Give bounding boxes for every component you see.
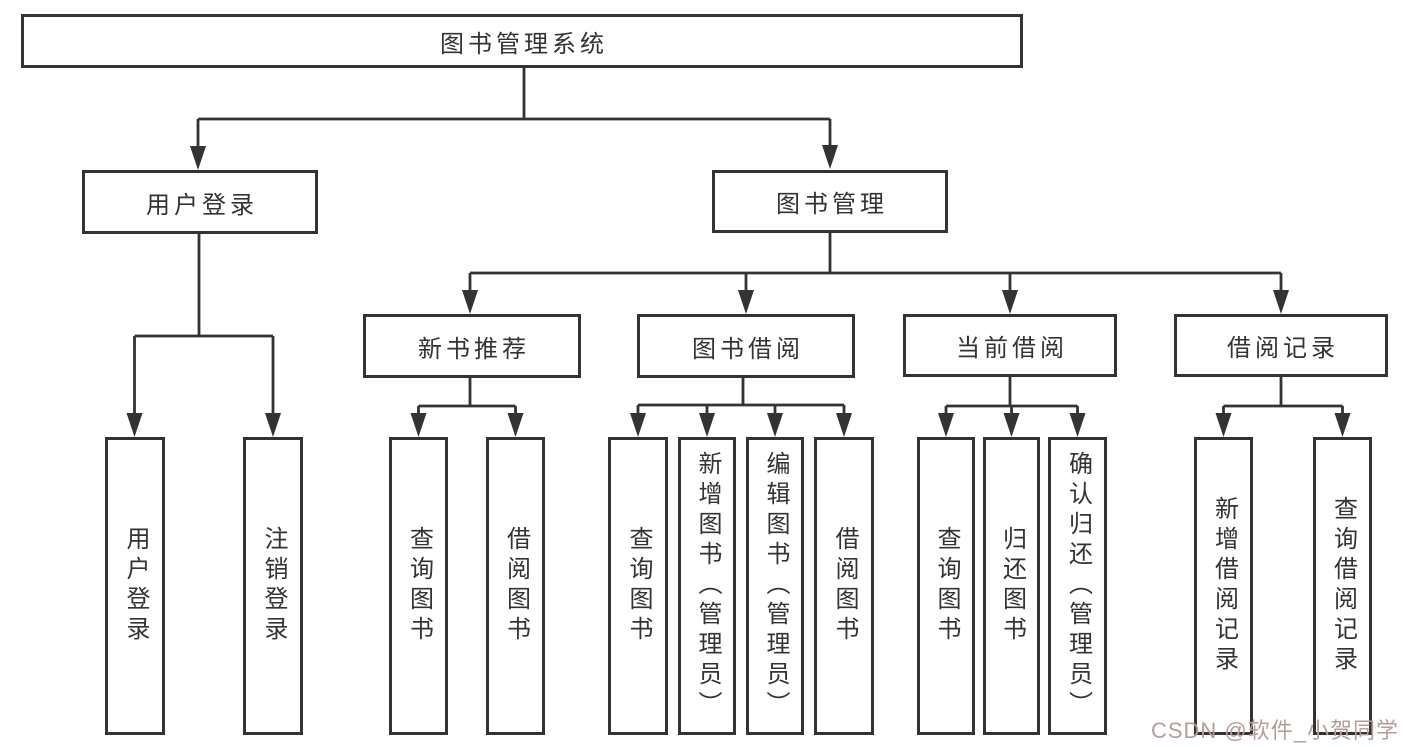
leaf-borrow-books-recommend: 借阅图书 [486, 437, 545, 735]
leaf-query-books-current-label: 查询图书 [933, 526, 960, 646]
node-borrow-records: 借阅记录 [1174, 314, 1388, 377]
node-root-system-label: 图书管理系统 [440, 30, 608, 58]
leaf-query-books-borrowing: 查询图书 [608, 437, 668, 735]
node-new-book-recommend-label: 新书推荐 [418, 335, 530, 363]
leaf-logout: 注销登录 [243, 437, 303, 735]
node-borrow-records-label: 借阅记录 [1227, 335, 1339, 362]
csdn-watermark: CSDN @软件_小贺同学 [1150, 718, 1399, 743]
node-book-management-label: 图书管理 [776, 191, 888, 218]
leaf-add-borrow-record-label: 新增借阅记录 [1210, 496, 1238, 676]
leaf-query-books-borrowing-label: 查询图书 [625, 526, 652, 646]
leaf-edit-books-admin-label: 编辑图书（管理员） [762, 451, 789, 721]
leaf-user-login-label: 用户登录 [122, 526, 149, 646]
node-root-system: 图书管理系统 [21, 14, 1023, 68]
leaf-query-books-recommend: 查询图书 [389, 437, 448, 735]
node-book-borrowing-label: 图书借阅 [692, 335, 804, 363]
node-user-login-label: 用户登录 [146, 191, 258, 219]
node-book-borrowing: 图书借阅 [637, 314, 855, 378]
node-user-login: 用户登录 [82, 170, 318, 234]
node-book-management: 图书管理 [712, 170, 948, 233]
leaf-return-books-label: 归还图书 [998, 526, 1026, 646]
leaf-confirm-return-admin: 确认归还（管理员） [1048, 437, 1107, 735]
leaf-borrow-books-label: 借阅图书 [831, 526, 858, 646]
leaf-borrow-books-recommend-label: 借阅图书 [502, 526, 530, 646]
leaf-user-login: 用户登录 [105, 437, 165, 735]
leaf-add-borrow-record: 新增借阅记录 [1194, 437, 1253, 735]
node-new-book-recommend: 新书推荐 [363, 314, 581, 378]
leaf-return-books: 归还图书 [983, 437, 1040, 735]
leaf-edit-books-admin: 编辑图书（管理员） [746, 437, 804, 735]
leaf-query-books-current: 查询图书 [917, 437, 975, 735]
leaf-query-borrow-record-label: 查询借阅记录 [1329, 496, 1357, 676]
leaf-query-books-recommend-label: 查询图书 [405, 526, 433, 646]
leaf-query-borrow-record: 查询借阅记录 [1313, 437, 1372, 735]
node-current-borrow-label: 当前借阅 [956, 335, 1068, 362]
leaf-add-books-admin: 新增图书（管理员） [678, 437, 736, 735]
leaf-confirm-return-admin-label: 确认归还（管理员） [1064, 451, 1092, 721]
leaf-borrow-books: 借阅图书 [814, 437, 874, 735]
leaf-add-books-admin-label: 新增图书（管理员） [694, 451, 721, 721]
leaf-logout-label: 注销登录 [260, 526, 287, 646]
node-current-borrow: 当前借阅 [903, 314, 1117, 377]
arrowheads [126, 145, 1351, 437]
